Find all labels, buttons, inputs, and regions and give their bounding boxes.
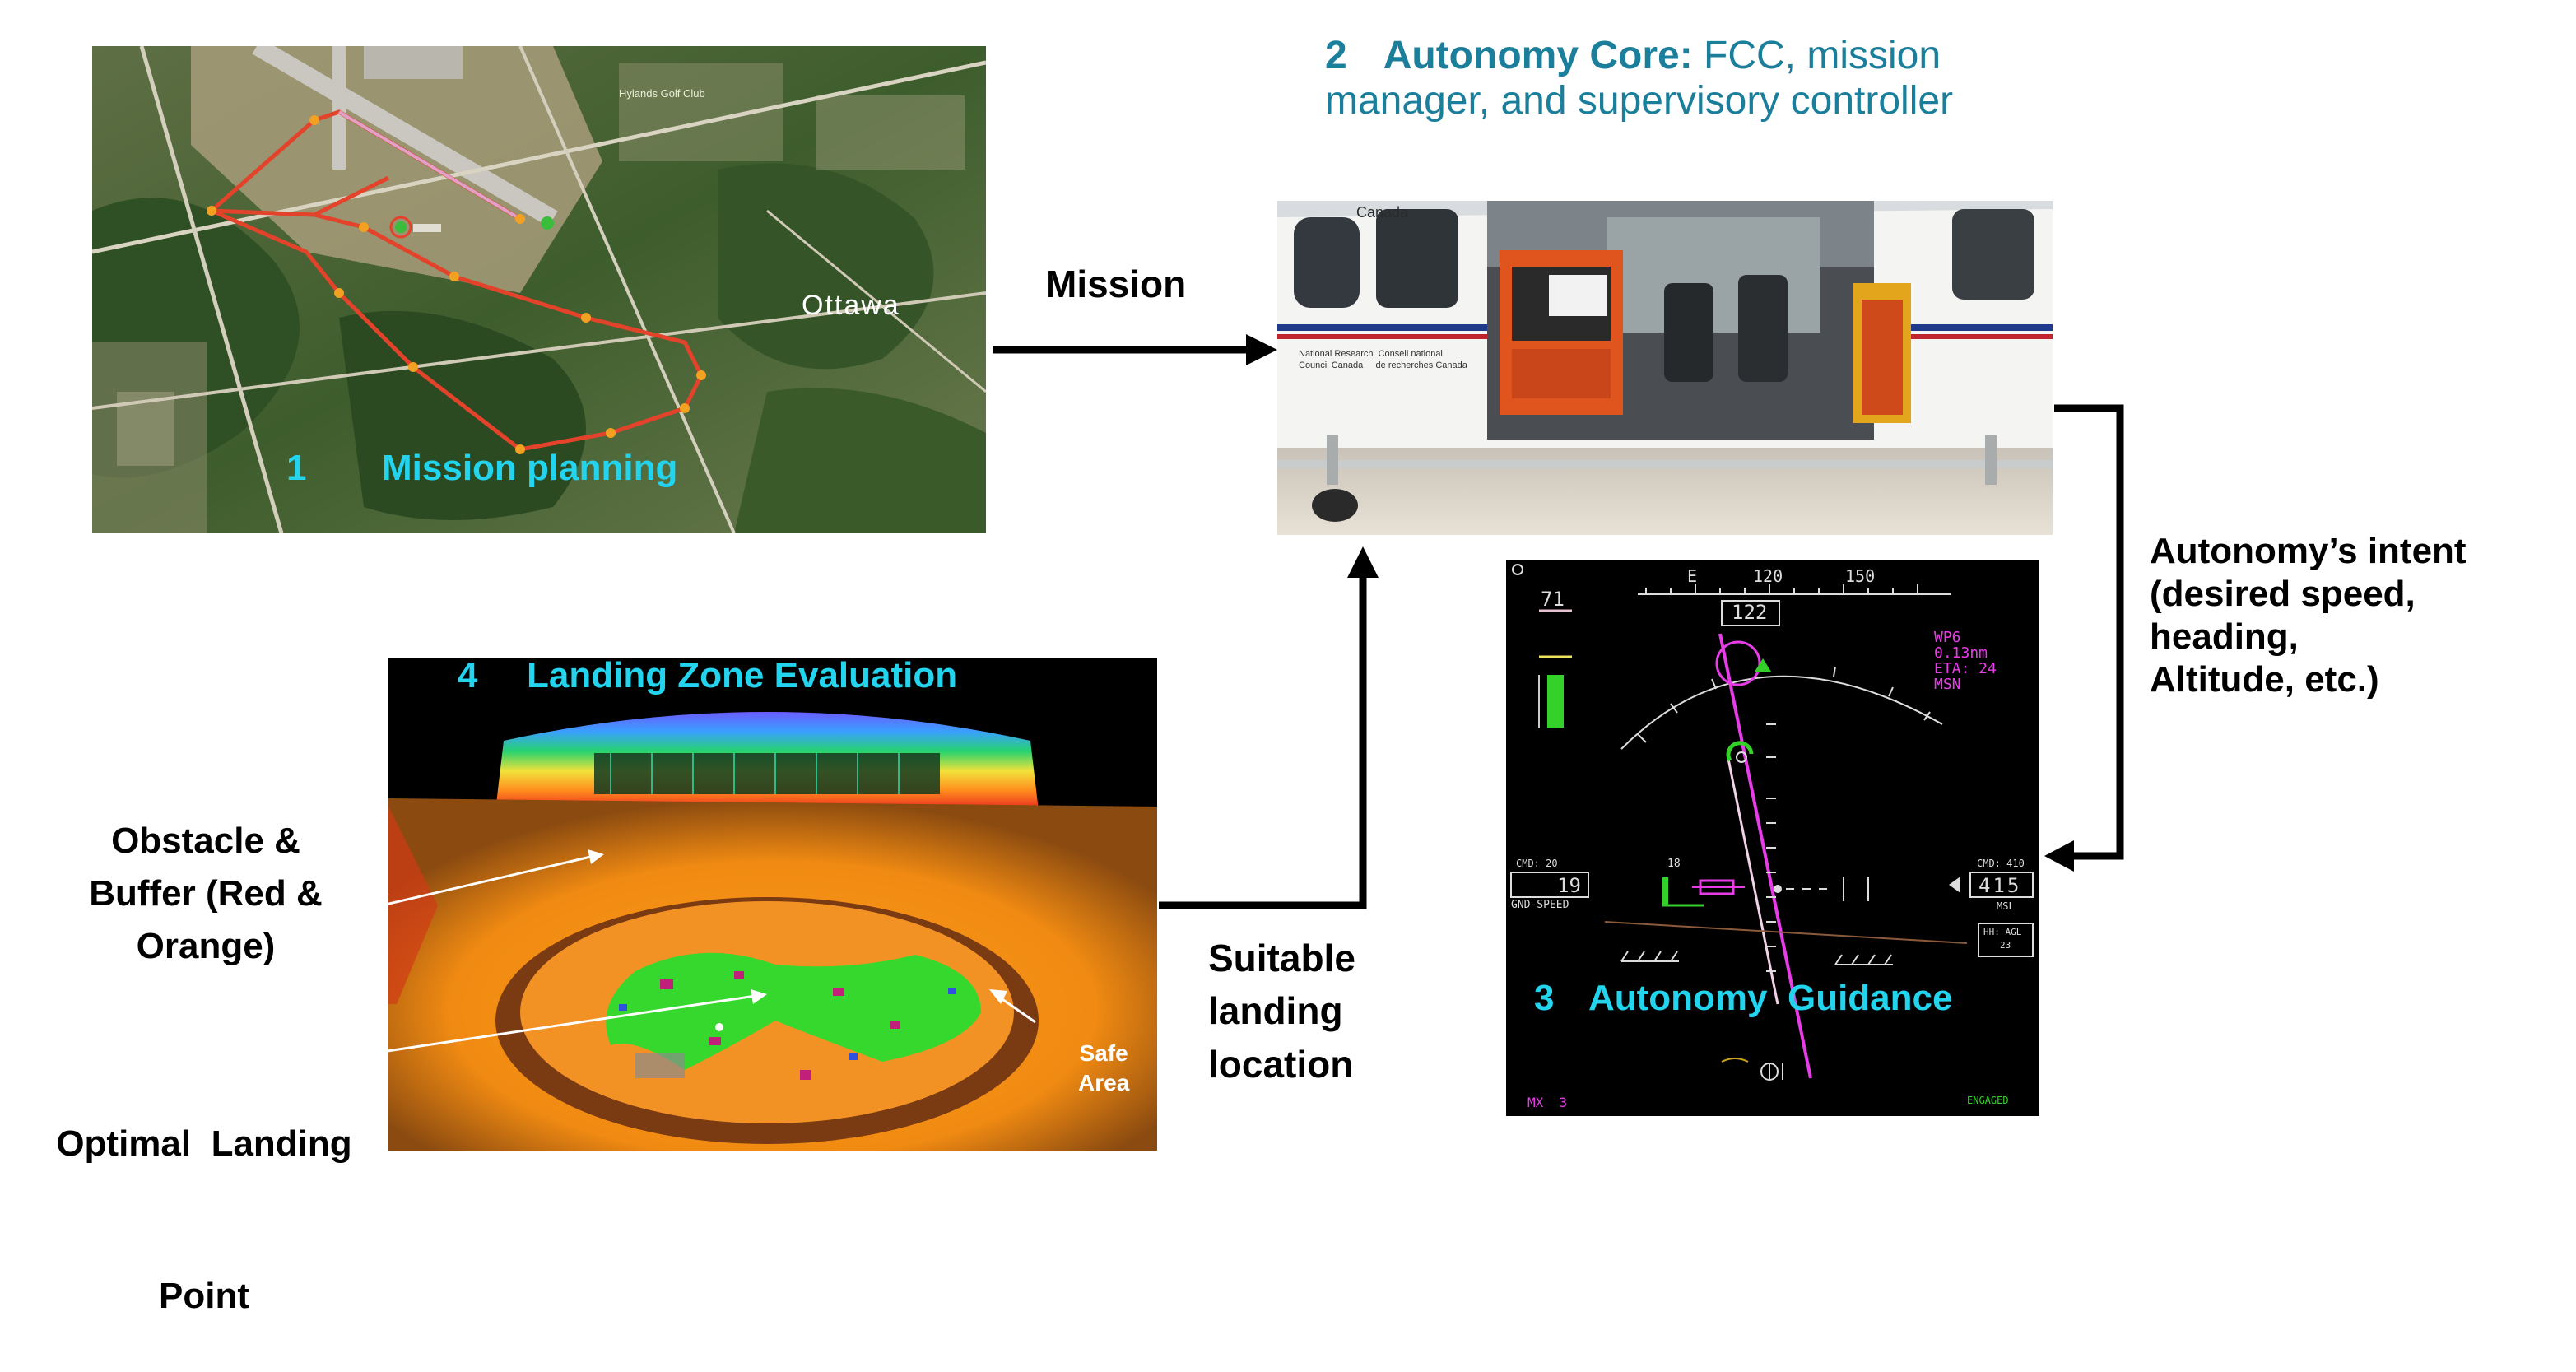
autonomy-core-line2: manager, and supervisory controller bbox=[1325, 79, 1954, 123]
landing-arrow bbox=[1159, 576, 1367, 909]
hud-alt-value: 415 bbox=[1978, 874, 2022, 897]
mission-label: Mission bbox=[1045, 263, 1187, 305]
suitable-line-3: location bbox=[1208, 1042, 1354, 1086]
hud-gnd-speed-label: GND-SPEED bbox=[1511, 899, 1569, 911]
autonomy-core-rest: FCC, mission bbox=[1692, 34, 1941, 77]
intent-arrowhead bbox=[2044, 840, 2074, 872]
intent-line-2: (desired speed, bbox=[2150, 573, 2416, 614]
suitable-landing-label: Suitable landing location bbox=[1208, 932, 1355, 1091]
suitable-line-2: landing bbox=[1208, 989, 1343, 1033]
hud-heading-E: E bbox=[1687, 566, 1698, 586]
hud-alt-label: MSL bbox=[1997, 900, 2015, 912]
hud-hh-label: HH: AGL bbox=[1983, 927, 2022, 937]
autonomy-guidance-number: 3 bbox=[1534, 978, 1555, 1018]
autonomy-guidance-title: Autonomy Guidance bbox=[1588, 978, 1953, 1018]
hud-distance: 0.13nm bbox=[1934, 644, 1988, 662]
obstacle-line-2: Buffer (Red & bbox=[89, 872, 323, 914]
hud-engaged: ENGAGED bbox=[1967, 1095, 2009, 1106]
golf-club-label: Hylands Golf Club bbox=[619, 87, 705, 100]
mission-arrowhead bbox=[1246, 334, 1277, 365]
hud-heading-150: 150 bbox=[1845, 566, 1876, 586]
landing-zone-evaluation: 4 Landing Zone Evaluation Safe Area bbox=[388, 658, 1157, 1151]
hud-eta: ETA: 24 bbox=[1934, 659, 1997, 677]
safe-area-line-1: Safe bbox=[1079, 1040, 1128, 1066]
optimal-landing-point-label: Optimal Landing Point bbox=[23, 1017, 385, 1372]
hud-heading-box-value: 122 bbox=[1732, 601, 1768, 624]
safe-area-line-2: Area bbox=[1078, 1070, 1130, 1096]
landing-arrowhead bbox=[1347, 546, 1379, 578]
mission-planning-title: Mission planning bbox=[382, 448, 678, 488]
mission-planning-number: 1 bbox=[286, 448, 307, 488]
helicopter-photo-image bbox=[1277, 201, 2053, 535]
optimal-line-1: Optimal Landing bbox=[56, 1123, 352, 1165]
hud-cmd-speed: CMD: 20 bbox=[1516, 858, 1558, 869]
autonomy-core-title: 2 Autonomy Core: FCC, mission manager, an… bbox=[1325, 33, 1953, 123]
hud-gnd-speed-value: 19 bbox=[1557, 874, 1581, 897]
mission-planning-map: Hylands Golf Club Ottawa 1 Mission plann… bbox=[92, 46, 986, 533]
helicopter-photo: Canada National Research Conseil nationa… bbox=[1277, 201, 2053, 535]
optimal-line-2: Point bbox=[159, 1275, 249, 1316]
obstacle-line-1: Obstacle & bbox=[111, 821, 300, 861]
safe-area-label: Safe Area bbox=[1078, 1039, 1129, 1099]
intent-line-4: Altitude, etc.) bbox=[2150, 658, 2379, 700]
ottawa-label: Ottawa bbox=[802, 290, 900, 321]
lidar-point-cloud bbox=[388, 712, 1157, 1151]
hud-waypoint: WP6 bbox=[1934, 629, 1961, 646]
helicopter-canada-text: Canada bbox=[1356, 204, 1409, 221]
hud-waypoint-info: WP6 0.13nm ETA: 24 MSN bbox=[1934, 630, 1997, 693]
hud-cmd-alt: CMD: 410 bbox=[1977, 858, 2025, 869]
landing-zone-number: 4 bbox=[458, 658, 478, 695]
helicopter-nrc-text-2: Council Canada de recherches Canada bbox=[1299, 360, 1467, 370]
hud-mode: MSN bbox=[1934, 675, 1961, 693]
intent-line-3: heading, bbox=[2150, 616, 2299, 657]
obstacle-line-3: Orange) bbox=[136, 925, 276, 966]
hud-small-18: 18 bbox=[1667, 858, 1681, 870]
autonomy-core-number: 2 bbox=[1325, 34, 1347, 77]
suitable-line-1: Suitable bbox=[1208, 937, 1355, 979]
autonomy-intent-label: Autonomy’s intent (desired speed, headin… bbox=[2150, 530, 2467, 701]
hud-heading-120: 120 bbox=[1753, 566, 1783, 586]
hud-speed-value: 71 bbox=[1541, 588, 1565, 611]
intent-line-1: Autonomy’s intent bbox=[2150, 531, 2467, 571]
autonomy-core-bold: Autonomy Core: bbox=[1383, 34, 1693, 77]
hud-mx: MX 3 bbox=[1527, 1095, 1568, 1110]
hud-graphics bbox=[1510, 564, 2034, 1081]
obstacle-buffer-label: Obstacle & Buffer (Red & Orange) bbox=[40, 815, 372, 972]
satellite-map-image bbox=[92, 46, 986, 533]
autonomy-guidance-display: E 120 150 122 71 WP6 0.13nm ETA: 24 MSN … bbox=[1506, 560, 2039, 1116]
intent-arrow bbox=[2054, 404, 2124, 860]
hud-hh-value: 23 bbox=[2000, 940, 2011, 951]
landing-zone-title: Landing Zone Evaluation bbox=[527, 658, 958, 695]
helicopter-nrc-text-1: National Research Conseil national bbox=[1299, 349, 1443, 359]
